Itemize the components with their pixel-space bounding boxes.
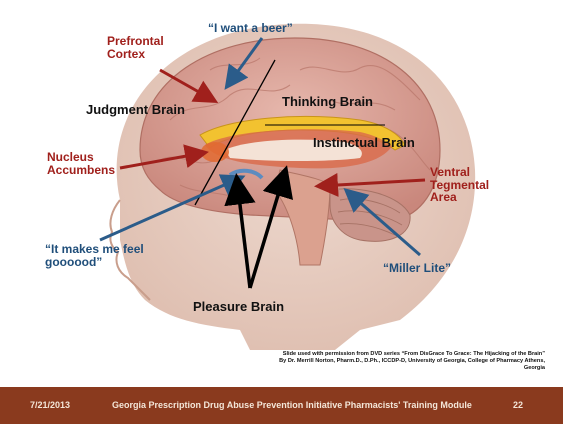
label-miller-lite: “Miller Lite”	[383, 262, 451, 275]
credit-note: Slide used with permission from DVD seri…	[185, 351, 545, 372]
label-nucleus-accumbens: Nucleus Accumbens	[47, 151, 115, 176]
footer-date: 7/21/2013	[30, 400, 70, 410]
footer-title: Georgia Prescription Drug Abuse Preventi…	[112, 400, 472, 410]
label-prefrontal-cortex: Prefrontal Cortex	[107, 35, 164, 60]
footer-page-number: 22	[513, 400, 523, 410]
label-thinking-brain: Thinking Brain	[282, 95, 373, 109]
label-judgment-brain: Judgment Brain	[86, 103, 185, 117]
footer-bar: 7/21/2013 Georgia Prescription Drug Abus…	[0, 387, 563, 424]
label-pleasure-brain: Pleasure Brain	[193, 300, 284, 314]
label-instinctual-brain: Instinctual Brain	[313, 136, 415, 150]
label-ventral-tegmental-area: Ventral Tegmental Area	[430, 166, 489, 204]
label-feel-good: “It makes me feel goooood”	[45, 243, 144, 268]
label-i-want-a-beer: “I want a beer”	[208, 22, 293, 35]
